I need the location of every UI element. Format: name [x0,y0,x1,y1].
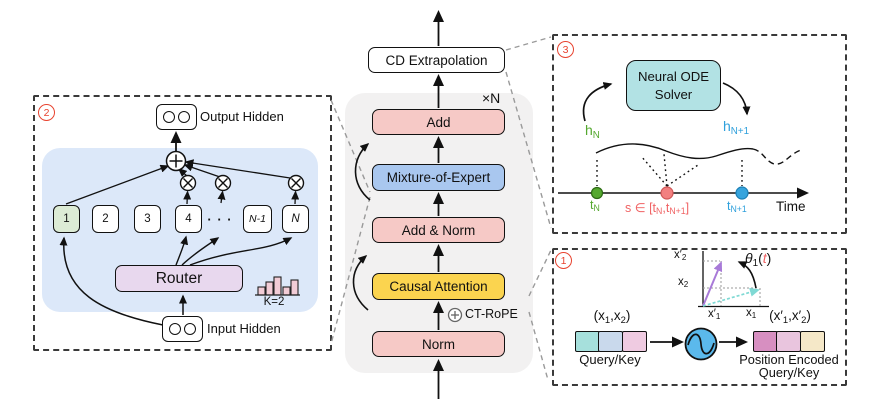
input-vector-label: (x1,x2) [593,308,631,326]
expert-4: 4 [175,205,202,233]
query-key-label: Query/Key [579,352,641,367]
ct-rope-detail-panel [552,248,847,386]
panel-number-1-badge: 1 [555,252,572,269]
solver-label-line2: Solver [654,86,693,102]
t-n-label: tN [590,198,600,214]
expert-n-minus-1: N-1 [243,205,272,233]
panel-number-3-badge: 3 [557,41,574,58]
hidden-state-circle [162,110,176,124]
output-hidden-icon [156,104,197,130]
norm-block: Norm [372,331,505,357]
add-block: Add [372,109,505,135]
axis-label-x2-prime: x′2 [674,249,687,263]
solver-label-line1: Neural ODE [637,69,710,85]
input-hidden-label: Input Hidden [207,321,281,336]
expert-n: N [282,205,309,233]
axis-label-x1: x1 [746,307,757,321]
hidden-state-circle [183,322,197,336]
vector-cell [799,331,825,352]
ode-extrapolation-panel [552,34,847,234]
h-n-label: hN [585,122,600,141]
output-vector-label: (x′1,x′2) [769,308,811,326]
t-n1-label: tN+1 [727,199,747,215]
expert-3: 3 [134,205,161,233]
h-n1-label: hN+1 [723,118,750,137]
expert-1: 1 [53,205,80,233]
theta-label: θ1(t) [745,250,772,269]
time-axis-label: Time [776,199,806,214]
axis-label-x1-prime: x′1 [708,308,721,322]
experts-ellipsis: · · · [207,211,233,227]
panel-number-3: 3 [562,43,569,56]
query-key-vector [575,331,647,352]
vector-cell [753,331,778,352]
repeat-n-label: ×N [482,90,501,106]
expert-2: 2 [92,205,119,233]
hidden-state-circle [168,322,182,336]
axis-label-x2: x2 [678,276,689,290]
panel-number-2-badge: 2 [38,104,55,121]
top-k-label: K=2 [263,296,285,308]
vector-cell [776,331,802,352]
cd-extrapolation-block: CD Extrapolation [368,47,505,73]
panel-number-2: 2 [43,106,50,119]
router-block: Router [115,265,243,292]
hidden-state-circle [177,110,191,124]
vector-cell [621,331,647,352]
panel-number-1: 1 [560,254,567,267]
input-hidden-icon [162,316,203,342]
s-interval-label: s ∈ [tN,tN+1] [625,201,690,217]
vector-cell [575,331,600,352]
ct-rope-label: CT-RoPE [465,307,518,321]
vector-cell [598,331,624,352]
add-norm-block: Add & Norm [372,217,505,243]
mixture-of-expert-block: Mixture-of-Expert [372,164,505,191]
neural-ode-solver-block: Neural ODE Solver [626,60,721,111]
position-encoded-vector [753,331,825,352]
position-encoded-label: Position Encoded Query/Key [739,352,839,381]
output-hidden-label: Output Hidden [200,109,284,124]
causal-attention-block: Causal Attention [372,273,505,300]
